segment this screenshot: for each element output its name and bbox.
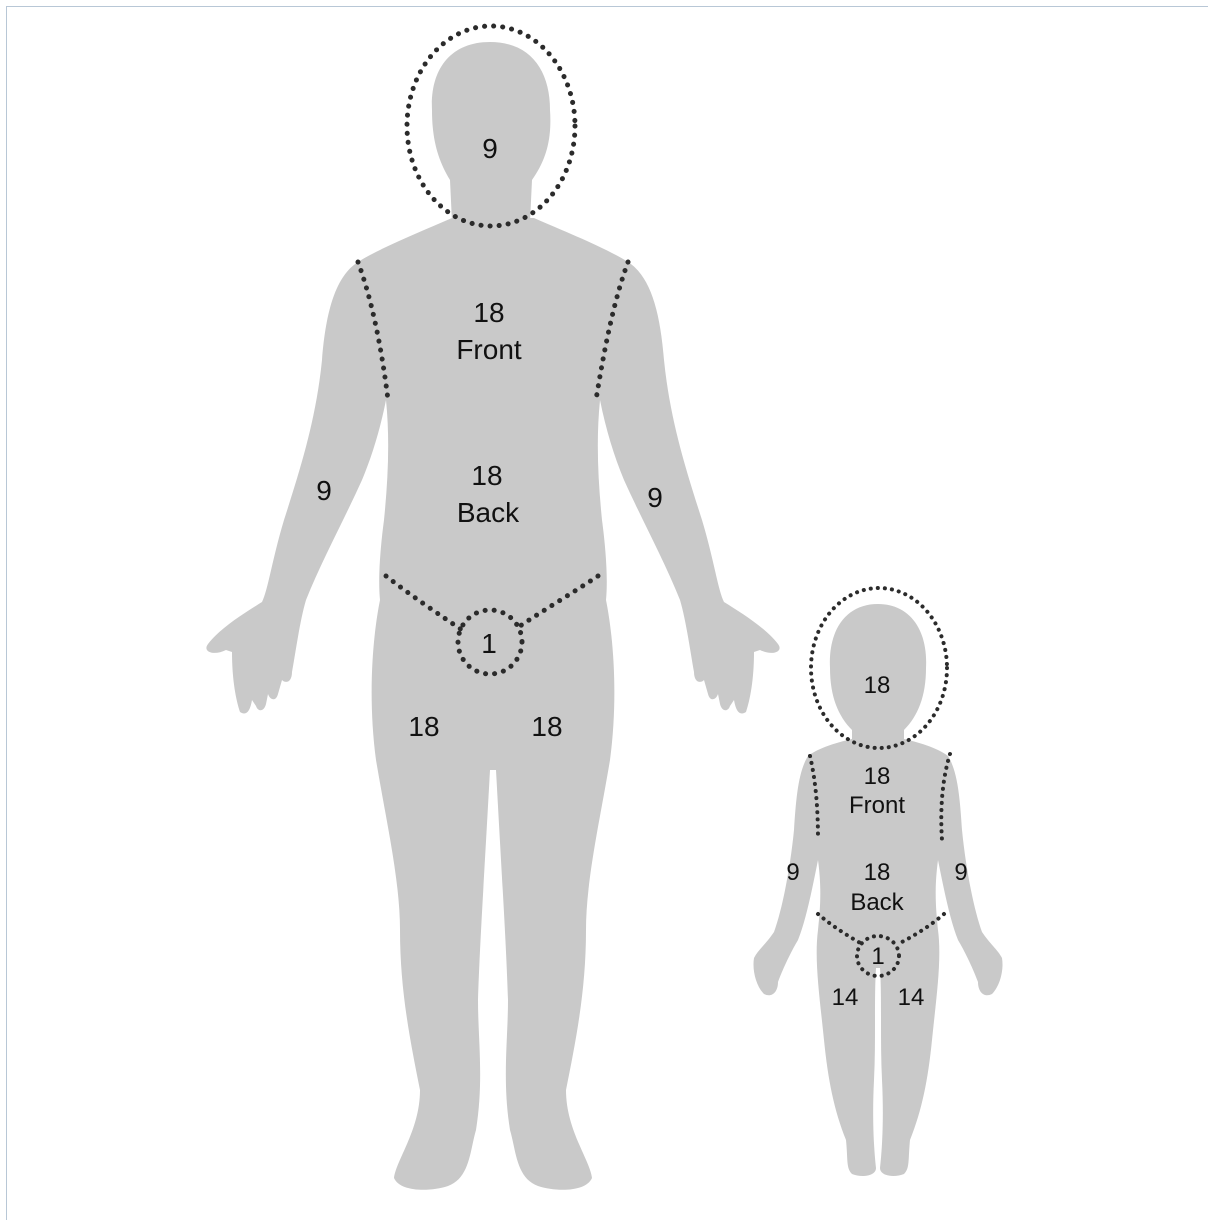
adult-right-arm-value: 9 (647, 482, 663, 513)
adult-groin-value: 1 (481, 628, 497, 659)
child-back-value: 18 (864, 859, 891, 886)
child-chest-label: Front (849, 792, 905, 819)
adult-left-arm-value: 9 (316, 475, 332, 506)
child-right-arm-value: 9 (954, 859, 967, 886)
adult-figure (206, 42, 779, 1190)
adult-left-leg-value: 18 (408, 711, 439, 742)
adult-chest-label: Front (456, 334, 522, 365)
child-back-label: Back (850, 889, 904, 916)
adult-back-value: 18 (471, 460, 502, 491)
child-groin-value: 1 (871, 943, 884, 970)
adult-head (432, 42, 551, 222)
child-head-value: 18 (864, 672, 891, 699)
child-left-leg-value: 14 (832, 984, 859, 1011)
child-right-leg-value: 14 (898, 984, 925, 1011)
adult-head-value: 9 (482, 133, 498, 164)
child-left-arm-value: 9 (786, 859, 799, 886)
child-chest-value: 18 (864, 763, 891, 790)
adult-back-label: Back (457, 497, 520, 528)
adult-chest-value: 18 (473, 297, 504, 328)
adult-right-leg-value: 18 (531, 711, 562, 742)
